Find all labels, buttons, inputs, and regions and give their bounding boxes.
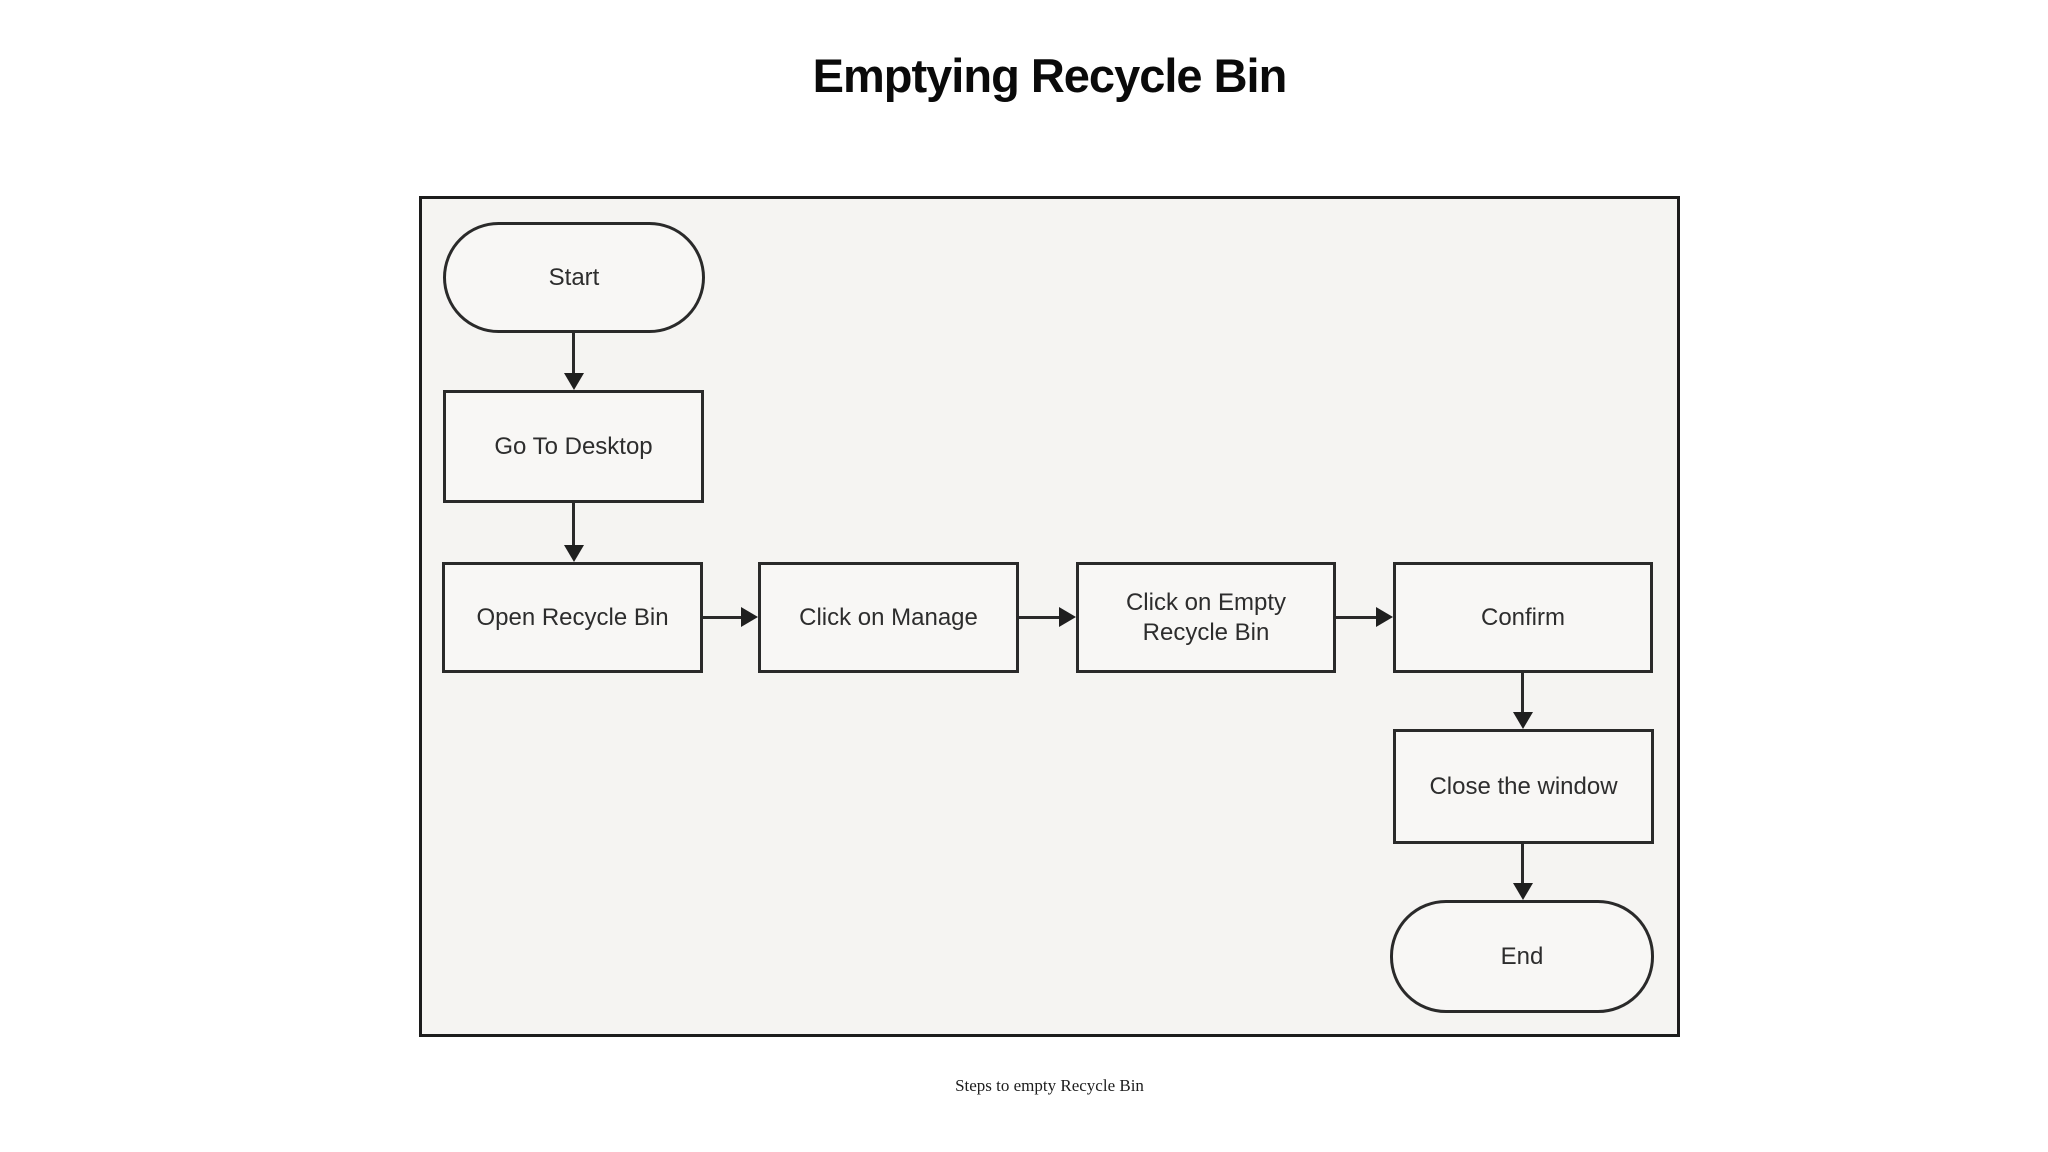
flow-node-start: Start xyxy=(443,222,705,333)
flow-node-end: End xyxy=(1390,900,1654,1013)
flow-node-confirm-label: Confirm xyxy=(1480,603,1565,631)
arrowhead-right-icon xyxy=(1376,607,1393,627)
flow-node-start-label: Start xyxy=(548,263,600,291)
flow-node-open-recycle-bin-label: Open Recycle Bin xyxy=(476,603,669,631)
arrowhead-down-icon xyxy=(564,373,584,390)
flow-node-open-recycle-bin: Open Recycle Bin xyxy=(442,562,703,673)
flow-node-close-the-window: Close the window xyxy=(1393,729,1654,844)
arrowhead-down-icon xyxy=(1513,883,1533,900)
flow-node-click-on-empty-recycle-bin-label: Click on Empty Recycle Bin xyxy=(1125,588,1287,646)
arrowhead-right-icon xyxy=(741,607,758,627)
flow-node-close-the-window-label: Close the window xyxy=(1429,772,1618,800)
flow-node-go-to-desktop: Go To Desktop xyxy=(443,390,704,503)
flow-node-click-on-manage: Click on Manage xyxy=(758,562,1019,673)
figure-caption: Steps to empty Recycle Bin xyxy=(955,1076,1144,1095)
page-title: Emptying Recycle Bin xyxy=(812,49,1288,102)
arrowhead-down-icon xyxy=(564,545,584,562)
arrowhead-down-icon xyxy=(1513,712,1533,729)
arrowhead-right-icon xyxy=(1059,607,1076,627)
flow-node-go-to-desktop-label: Go To Desktop xyxy=(494,432,653,460)
flow-node-confirm: Confirm xyxy=(1393,562,1653,673)
flow-node-click-on-empty-recycle-bin: Click on Empty Recycle Bin xyxy=(1076,562,1336,673)
flow-node-end-label: End xyxy=(1500,942,1544,970)
flow-node-click-on-manage-label: Click on Manage xyxy=(799,603,978,631)
